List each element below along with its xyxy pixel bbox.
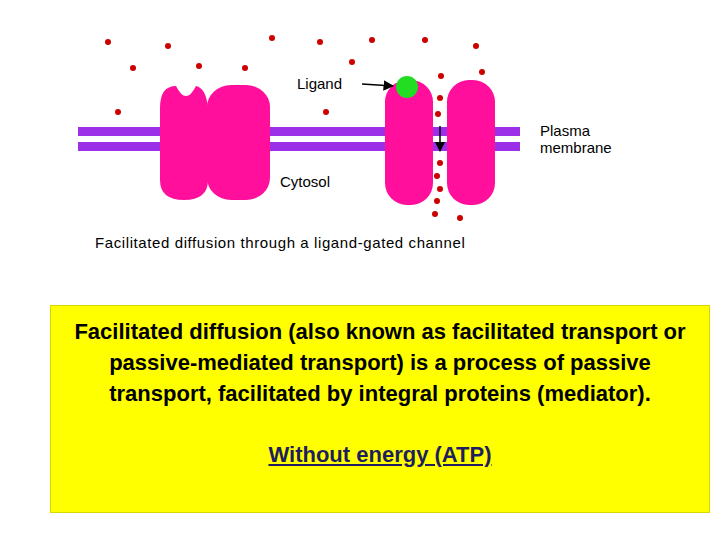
particle — [105, 39, 111, 45]
emphasis-note: Without energy (ATP) — [65, 439, 695, 470]
particle — [438, 73, 444, 79]
particle — [165, 43, 171, 49]
channel-protein — [207, 85, 270, 200]
particle — [130, 65, 136, 71]
particle — [437, 160, 443, 166]
particle — [432, 211, 438, 217]
leader-arrow — [362, 84, 393, 86]
part-label: Cytosol — [280, 173, 360, 190]
channel-protein — [160, 86, 208, 200]
particle — [434, 173, 440, 179]
particle — [437, 186, 443, 192]
particle — [269, 35, 275, 41]
flow-arrow — [439, 126, 441, 151]
channel-protein — [385, 80, 433, 205]
particle — [242, 65, 248, 71]
particle — [457, 215, 463, 221]
particle — [115, 109, 121, 115]
part-label: Plasma membrane — [540, 122, 640, 156]
particle — [435, 111, 441, 117]
particle — [317, 39, 323, 45]
particle — [473, 43, 479, 49]
channel-protein — [447, 80, 495, 205]
particle — [369, 37, 375, 43]
part-label: Ligand — [297, 75, 367, 92]
definition-box: Facilitated diffusion (also known as fac… — [50, 305, 710, 513]
particle — [437, 95, 443, 101]
ligand — [396, 76, 418, 98]
particle — [349, 59, 355, 65]
solute-particles — [105, 35, 485, 221]
particle — [434, 198, 440, 204]
definition-text: Facilitated diffusion (also known as fac… — [65, 316, 695, 409]
particle — [422, 37, 428, 43]
figure-caption: Facilitated diffusion through a ligand-g… — [95, 234, 655, 251]
particle — [196, 63, 202, 69]
particle — [479, 69, 485, 75]
particle — [323, 109, 329, 115]
